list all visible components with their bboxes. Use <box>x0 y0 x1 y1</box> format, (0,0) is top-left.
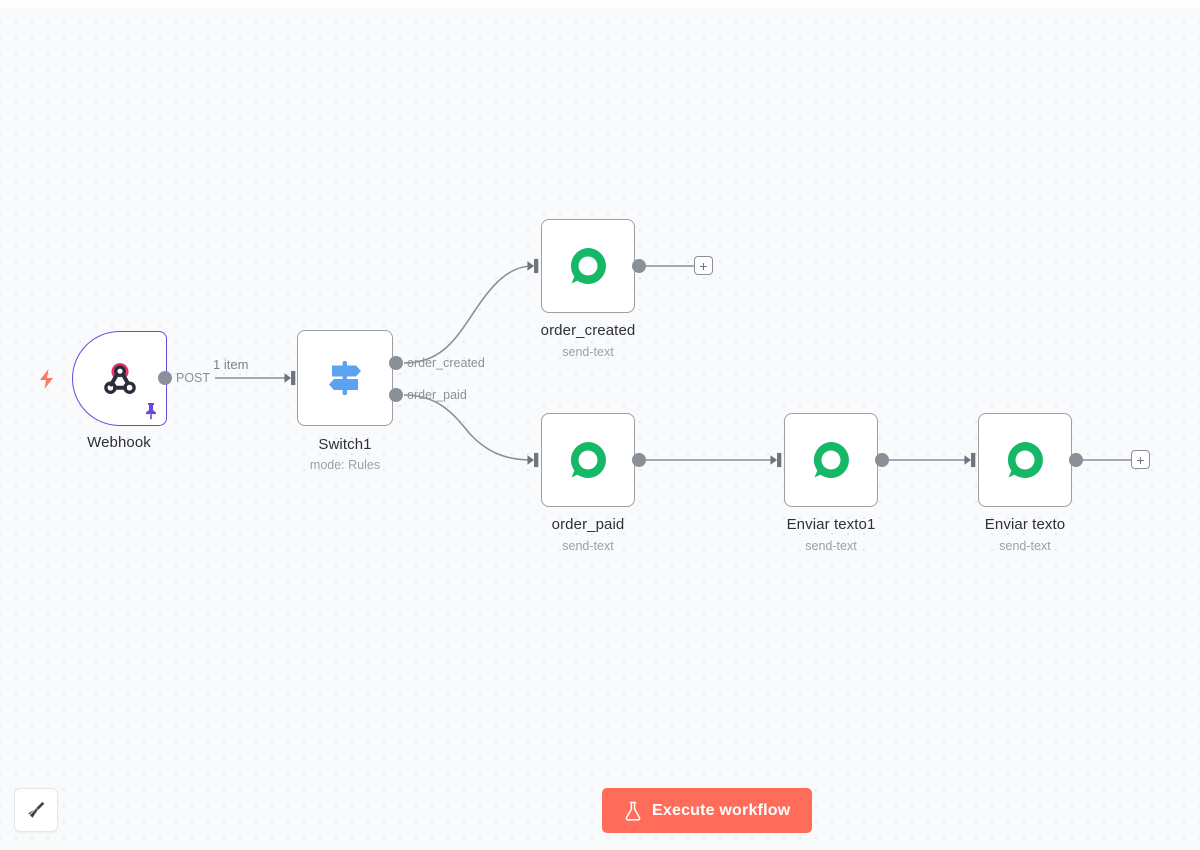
node-subtitle-enviar-texto: send-text <box>999 539 1051 553</box>
output-dot-order-paid[interactable] <box>632 453 646 467</box>
node-webhook[interactable] <box>72 331 167 426</box>
node-label-order-created: order_created <box>540 322 636 339</box>
node-subtitle-order-paid: send-text <box>562 539 614 553</box>
add-node-button-order-created[interactable]: + <box>694 256 713 275</box>
execute-workflow-button[interactable]: Execute workflow <box>602 788 813 833</box>
flask-icon <box>625 801 641 821</box>
node-subtitle-enviar-texto1: send-text <box>805 539 857 553</box>
node-enviar-texto1[interactable] <box>784 413 878 507</box>
node-order-paid[interactable] <box>541 413 635 507</box>
trigger-bolt-icon <box>40 369 53 389</box>
signpost-icon <box>329 361 361 395</box>
node-subtitle-switch1: mode: Rules <box>309 458 381 472</box>
chat-bubble-icon <box>813 442 849 478</box>
chat-bubble-icon <box>570 248 606 284</box>
canvas-top-strip <box>0 0 1200 8</box>
output-dot-switch1-order-paid[interactable] <box>389 388 403 402</box>
input-arrow-switch1 <box>284 370 296 386</box>
node-label-webhook: Webhook <box>87 434 151 451</box>
input-arrow-enviar-texto1 <box>770 452 782 468</box>
node-label-order-paid: order_paid <box>551 516 625 533</box>
input-arrow-enviar-texto <box>964 452 976 468</box>
input-arrow-order-paid <box>527 452 539 468</box>
node-enviar-texto[interactable] <box>978 413 1072 507</box>
webhook-icon <box>103 362 136 394</box>
node-label-enviar-texto: Enviar texto <box>984 516 1066 533</box>
node-subtitle-order-created: send-text <box>562 345 614 359</box>
tidy-up-button[interactable] <box>14 788 58 832</box>
output-label-order-created: order_created <box>407 356 485 370</box>
node-label-enviar-texto1: Enviar texto1 <box>786 516 876 533</box>
add-node-button-enviar-texto[interactable]: + <box>1131 450 1150 469</box>
node-switch1[interactable] <box>297 330 393 426</box>
broom-icon <box>28 801 45 818</box>
output-dot-enviar-texto1[interactable] <box>875 453 889 467</box>
chat-bubble-icon <box>1007 442 1043 478</box>
output-dot-switch1-order-created[interactable] <box>389 356 403 370</box>
output-dot-order-created[interactable] <box>632 259 646 273</box>
output-dot-webhook[interactable] <box>158 371 172 385</box>
edge-item-count-label: 1 item <box>213 357 249 372</box>
output-label-order-paid: order_paid <box>407 388 467 402</box>
node-label-switch1: Switch1 <box>318 436 372 453</box>
input-arrow-order-created <box>527 258 539 274</box>
output-dot-enviar-texto[interactable] <box>1069 453 1083 467</box>
execute-workflow-label: Execute workflow <box>652 801 791 819</box>
pin-icon <box>146 403 156 420</box>
edge-output-label-post: POST <box>176 371 211 385</box>
node-order-created[interactable] <box>541 219 635 313</box>
chat-bubble-icon <box>570 442 606 478</box>
